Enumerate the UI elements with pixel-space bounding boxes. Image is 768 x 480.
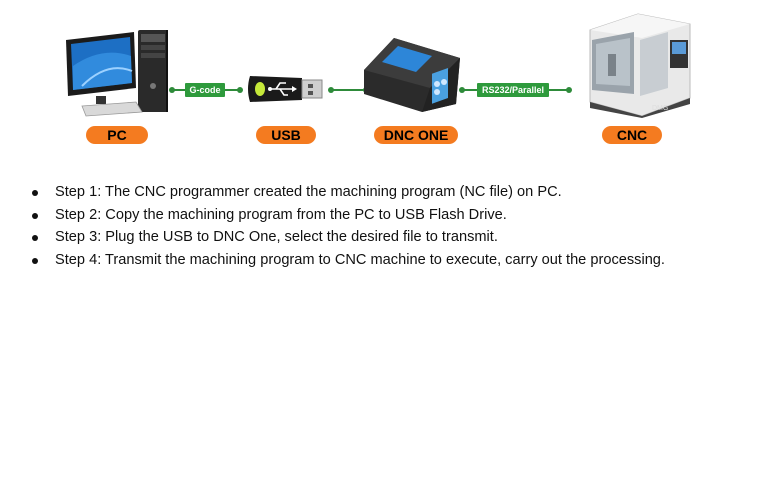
connector-dot <box>328 87 334 93</box>
connector-dot <box>169 87 175 93</box>
gcode-tag: G-code <box>185 83 225 97</box>
connector-dot <box>237 87 243 93</box>
bullet-icon <box>32 235 38 241</box>
rs232-parallel-tag: RS232/Parallel <box>477 83 549 97</box>
dnc-one-label: DNC ONE <box>374 126 458 144</box>
dnc-one-illustration <box>360 32 464 114</box>
connector-dot <box>566 87 572 93</box>
step-text: Step 3: Plug the USB to DNC One, select … <box>55 229 498 245</box>
connector-usb-dnc <box>331 89 367 91</box>
bullet-icon <box>32 257 38 264</box>
list-item: Step 3: Plug the USB to DNC One, select … <box>32 226 665 249</box>
cnc-machine-illustration: DMG <box>572 10 698 118</box>
list-item: Step 4: Transmit the machining program t… <box>32 249 665 272</box>
steps-list: Step 1: The CNC programmer created the m… <box>32 181 665 271</box>
usb-drive-illustration <box>244 70 324 108</box>
usb-label: USB <box>256 126 316 144</box>
list-item: Step 2: Copy the machining program from … <box>32 204 665 227</box>
step-text: Step 4: Transmit the machining program t… <box>55 251 665 268</box>
cnc-label: CNC <box>602 126 662 144</box>
bullet-icon <box>32 212 38 219</box>
bullet-icon <box>32 190 38 196</box>
pc-label: PC <box>86 126 148 144</box>
list-item: Step 1: The CNC programmer created the m… <box>32 181 665 204</box>
step-text: Step 1: The CNC programmer created the m… <box>55 184 562 200</box>
connector-dot <box>459 87 465 93</box>
svg-text:DMG: DMG <box>652 105 668 112</box>
pc-illustration <box>62 26 174 118</box>
step-text: Step 2: Copy the machining program from … <box>55 206 507 223</box>
